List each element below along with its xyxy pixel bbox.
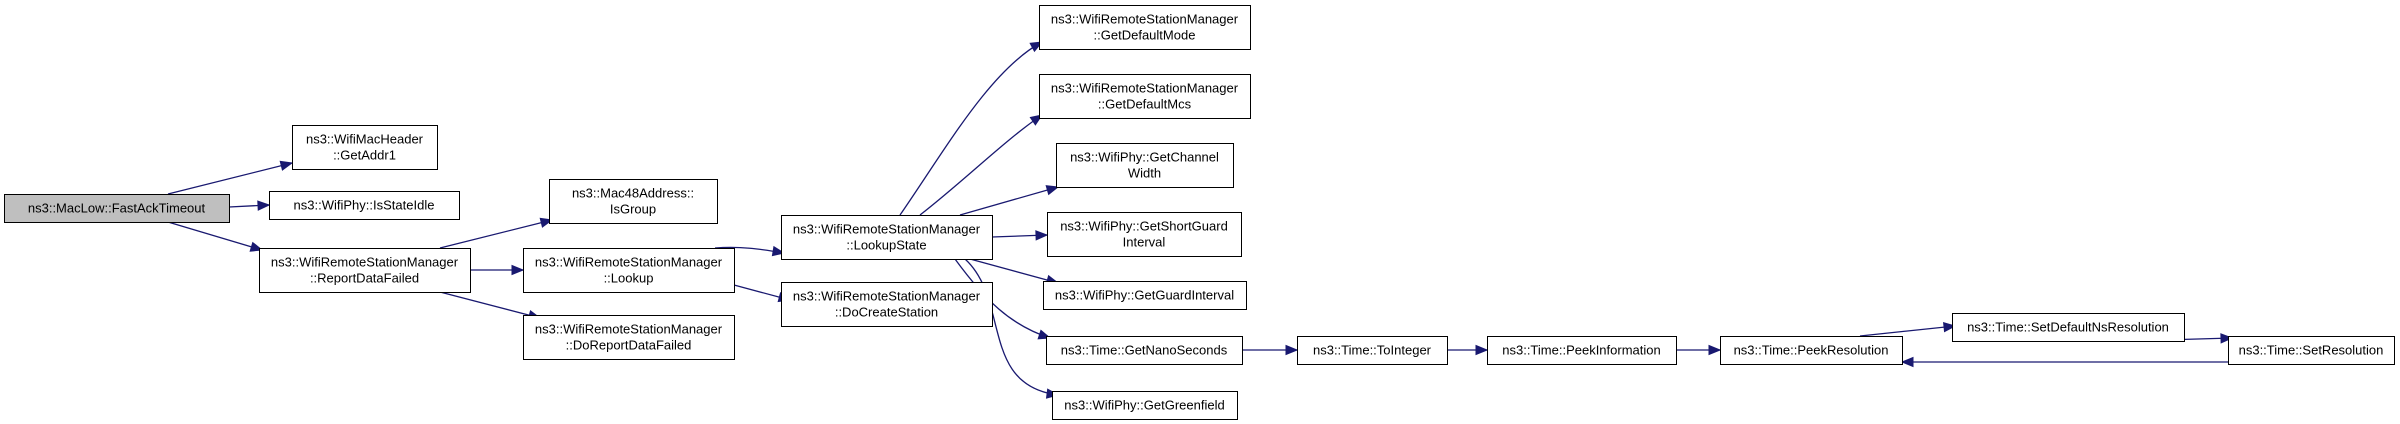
node-label: ns3::Time::GetNanoSeconds [1061,343,1228,358]
node-label: ::GetDefaultMcs [1098,97,1192,112]
node-peekinformation[interactable]: ns3::Time::PeekInformation [1487,336,1677,365]
node-label: ns3::WifiRemoteStationManager [535,255,723,270]
node-label: ns3::WifiRemoteStationManager [1051,12,1239,27]
edge-lookupstate-to-getshortguardinterval-arrowhead [1035,230,1049,241]
node-isgroup[interactable]: ns3::Mac48Address::IsGroup [549,179,718,224]
node-label: ns3::MacLow::FastAckTimeout [28,201,206,216]
node-label: ns3::Time::ToInteger [1313,343,1432,358]
node-box [1720,336,1903,365]
edge-getnanoseconds-to-tointeger-arrowhead [1285,344,1299,356]
node-box [259,248,471,293]
node-getnanoseconds[interactable]: ns3::Time::GetNanoSeconds [1046,336,1243,365]
node-reportdatafailed[interactable]: ns3::WifiRemoteStationManager::ReportDat… [259,248,471,293]
node-isstateidle[interactable]: ns3::WifiPhy::IsStateIdle [269,191,460,220]
node-setresolution[interactable]: ns3::Time::SetResolution [2228,336,2395,365]
node-getaddr1[interactable]: ns3::WifiMacHeader::GetAddr1 [292,125,438,170]
node-label: ns3::WifiPhy::GetGuardInterval [1055,288,1234,303]
edge-reportdatafailed-to-lookup-arrowhead [511,264,525,276]
edge-lookupstate-to-getchannelwidth [959,186,1059,216]
edge-setdefaultnsresolution-to-setresolution-arrowhead [2220,333,2234,344]
node-tointeger[interactable]: ns3::Time::ToInteger [1297,336,1448,365]
node-box [2228,336,2395,365]
node-label: ns3::WifiMacHeader [306,132,424,147]
node-label: Interval [1123,235,1166,250]
node-lookupstate[interactable]: ns3::WifiRemoteStationManager::LookupSta… [781,215,993,260]
edge-lookupstate-to-getdefaultmcs [919,114,1043,216]
node-box [1487,336,1677,365]
edge-fastacktimeout-to-getaddr1 [167,162,293,195]
node-box [269,191,460,220]
edge-reportdatafailed-to-isgroup [439,219,553,249]
edge-peekresolution-to-setdefaultnsresolution-arrowhead [1943,321,1957,333]
node-lookup[interactable]: ns3::WifiRemoteStationManager::Lookup [523,248,735,293]
node-label: ns3::WifiPhy::GetShortGuard [1060,219,1228,234]
node-box [523,315,735,360]
edge-fastacktimeout-to-isstateidle-arrowhead [257,200,271,211]
node-label: ns3::Time::PeekInformation [1502,343,1660,358]
node-box [781,282,993,327]
node-label: ::LookupState [846,238,926,253]
node-getdefaultmode[interactable]: ns3::WifiRemoteStationManager::GetDefaul… [1039,5,1251,50]
node-docreatestation[interactable]: ns3::WifiRemoteStationManager::DoCreateS… [781,282,993,327]
edge-fastacktimeout-to-reportdatafailed [167,221,263,251]
node-doreportdatafailed[interactable]: ns3::WifiRemoteStationManager::DoReportD… [523,315,735,360]
edge-lookupstate-to-getnanoseconds [954,258,1051,339]
node-label: ns3::WifiRemoteStationManager [535,322,723,337]
node-box [4,194,230,223]
edge-lookupstate-to-getgreenfield [964,258,1059,396]
node-box [1039,5,1251,50]
edge-lookupstate-to-getguardinterval [969,258,1059,284]
node-label: ::DoCreateStation [835,305,938,320]
node-label: Width [1128,166,1161,181]
node-label: ns3::WifiPhy::IsStateIdle [294,198,435,213]
node-label: ::GetDefaultMode [1094,28,1196,43]
node-box [1952,313,2185,342]
node-label: ::GetAddr1 [333,148,396,163]
edge-fastacktimeout-to-getaddr1-arrowhead [279,160,294,171]
node-label: ns3::WifiRemoteStationManager [793,222,981,237]
node-label: ::DoReportDataFailed [566,338,692,353]
node-label: ns3::Mac48Address:: [572,186,694,201]
node-box [1039,74,1251,119]
node-box [1056,143,1234,188]
node-box [549,179,718,224]
node-box [781,215,993,260]
edge-lookupstate-to-getdefaultmode [899,41,1043,216]
node-getgreenfield[interactable]: ns3::WifiPhy::GetGreenfield [1052,391,1238,420]
node-label: ns3::Time::SetResolution [2239,343,2384,358]
node-box [523,248,735,293]
node-label: ns3::WifiRemoteStationManager [271,255,459,270]
edge-peekresolution-to-setdefaultnsresolution [1859,325,1956,337]
node-box [1043,281,1247,310]
node-peekresolution[interactable]: ns3::Time::PeekResolution [1720,336,1903,365]
node-getguardinterval[interactable]: ns3::WifiPhy::GetGuardInterval [1043,281,1247,310]
node-getdefaultmcs[interactable]: ns3::WifiRemoteStationManager::GetDefaul… [1039,74,1251,119]
edge-setresolution-to-peekresolution-arrowhead [1900,356,1914,368]
node-label: ns3::WifiRemoteStationManager [793,289,981,304]
node-fastacktimeout[interactable]: ns3::MacLow::FastAckTimeout [4,194,230,223]
nodes-layer: ns3::MacLow::FastAckTimeout ns3::WifiMacH… [4,5,2395,420]
edge-lookupstate-to-getchannelwidth-arrowhead [1045,185,1060,196]
node-label: ::Lookup [604,271,654,286]
node-label: ns3::Time::PeekResolution [1734,343,1889,358]
edge-reportdatafailed-to-doreportdatafailed [439,291,541,319]
node-box [1052,391,1238,420]
node-label: ::ReportDataFailed [310,271,419,286]
node-label: ns3::WifiRemoteStationManager [1051,81,1239,96]
node-label: ns3::WifiPhy::GetChannel [1070,150,1219,165]
node-label: ns3::Time::SetDefaultNsResolution [1967,320,2169,335]
node-box [1047,212,1242,257]
node-setdefaultnsresolution[interactable]: ns3::Time::SetDefaultNsResolution [1952,313,2185,342]
edge-peekinformation-to-peekresolution-arrowhead [1708,344,1722,356]
node-box [1046,336,1243,365]
node-box [292,125,438,170]
edge-tointeger-to-peekinformation-arrowhead [1475,344,1489,356]
node-box [1297,336,1448,365]
node-label: ns3::WifiPhy::GetGreenfield [1064,398,1224,413]
node-label: IsGroup [610,202,656,217]
